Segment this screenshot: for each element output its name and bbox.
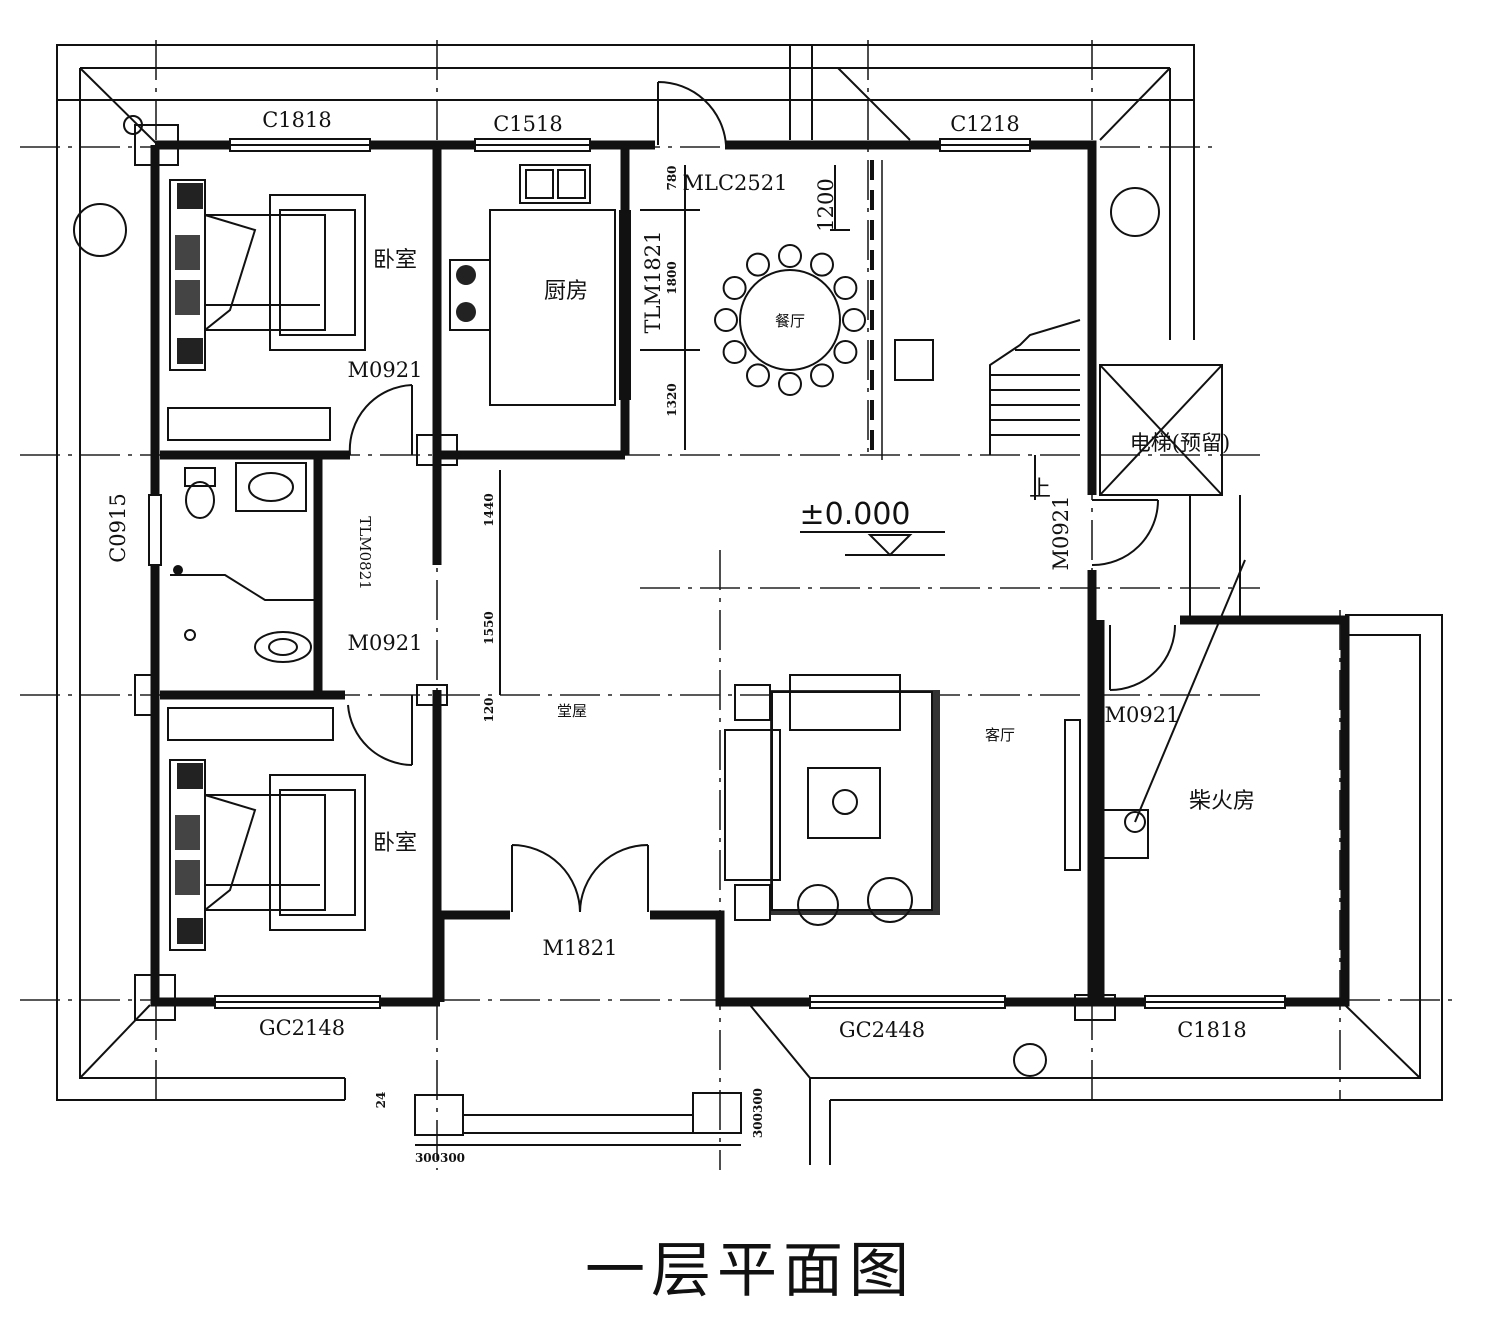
sliding-door	[319, 210, 631, 590]
door-label: M0921	[348, 631, 423, 655]
bed-bottom	[167, 707, 366, 951]
room-label-firewood: 柴火房	[1189, 789, 1255, 814]
dimension-label: 1200	[814, 178, 838, 231]
dining-chair	[722, 276, 747, 300]
door-label: M0921	[1105, 703, 1180, 727]
stairs	[989, 319, 1081, 500]
door-label: TLM1821	[641, 231, 665, 334]
dimension-label: 120	[482, 697, 496, 722]
door-label: M0921	[1049, 496, 1073, 571]
elevation-label: ±0.000	[799, 497, 910, 532]
dining-chair	[746, 363, 770, 388]
dimension-label: 24	[374, 1092, 388, 1109]
door-swings	[347, 80, 1176, 913]
page-title: 一层平面图	[585, 1236, 915, 1306]
dimension-label: 1440	[482, 493, 496, 526]
walls	[150, 140, 1350, 1007]
dimension-label: 1800	[665, 261, 679, 294]
living-furniture	[724, 559, 1246, 926]
dining-chair	[833, 276, 858, 300]
dining-chair	[810, 252, 834, 277]
door-label: TLM0821	[356, 516, 374, 590]
window-label: GC2148	[259, 1016, 345, 1040]
window-label: C0915	[106, 493, 130, 563]
dimension-label: 780	[665, 165, 679, 190]
window-label: MLC2521	[683, 171, 788, 195]
window-openings	[148, 138, 1286, 1009]
room-label-kitchen: 厨房	[544, 279, 588, 304]
elevation-marker	[800, 531, 945, 557]
entrance-steps	[414, 1092, 831, 1165]
room-label-dining: 餐厅	[775, 312, 805, 330]
dimension-label: 300300	[751, 1088, 765, 1138]
dining-chair	[778, 244, 802, 268]
bathroom-fixtures	[170, 462, 318, 663]
room-label-bedroom: 卧室	[373, 831, 417, 856]
dining-chair	[722, 340, 747, 364]
floor-plan: C1818 C1518 C1218 MLC2521 C0915 GC2148 G…	[20, 40, 1460, 1170]
dining-chair	[714, 308, 738, 332]
dining-chair	[778, 372, 802, 396]
dining-chair	[833, 340, 858, 364]
stair-up-label: 上	[1029, 477, 1051, 502]
window-label: GC2448	[839, 1018, 925, 1042]
dimension-label: 1320	[665, 383, 679, 416]
window-label: C1518	[493, 112, 563, 136]
room-label-elevator: 电梯(预留)	[1130, 431, 1230, 455]
door-label: M0921	[348, 358, 423, 382]
dining-table	[640, 209, 934, 396]
bed-top	[167, 179, 366, 441]
dining-dash	[870, 160, 883, 460]
dimension-label: 1550	[482, 611, 496, 644]
eave-outline	[56, 44, 1443, 1160]
window-label: C1818	[1177, 1018, 1247, 1042]
room-label-hall: 堂屋	[557, 702, 587, 720]
elevator-shaft	[1099, 364, 1241, 620]
door-label: M1821	[543, 936, 618, 960]
dimension-label: 300300	[415, 1151, 465, 1165]
dining-chair	[746, 252, 770, 277]
window-label: C1218	[950, 112, 1020, 136]
columns	[73, 115, 1160, 1077]
dimension-lines	[499, 165, 850, 695]
room-label-living: 客厅	[985, 726, 1015, 744]
kitchen-fixtures	[449, 164, 616, 406]
dining-chair	[842, 308, 866, 332]
dining-chair	[810, 363, 834, 388]
window-label: C1818	[262, 108, 332, 132]
room-label-bedroom: 卧室	[373, 248, 417, 273]
